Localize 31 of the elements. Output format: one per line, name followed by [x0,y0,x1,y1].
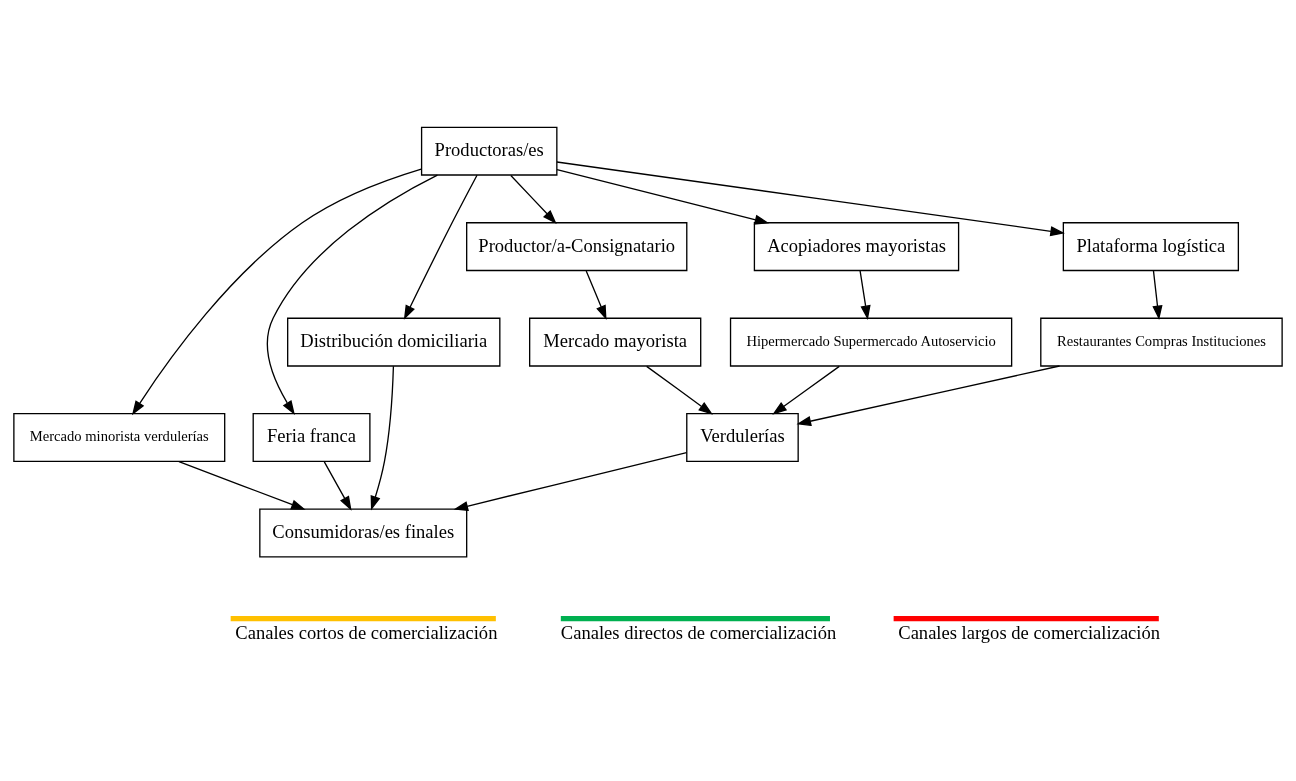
arrow [859,270,871,321]
legend-label: Canales directos de comercialización [560,621,837,643]
arrow [585,270,607,320]
node-box: Acopiadores mayoristas [753,222,960,272]
node-box: Restaurantes Compras Instituciones [1040,317,1283,367]
arrow [403,174,478,320]
arrow [646,365,713,415]
node-box: Feria franca [252,413,371,463]
node-box: Hipermercado Supermercado Autoservicio [729,317,1013,367]
arrow [178,460,306,510]
arrow [556,168,770,225]
node-box: Plataforma logística [1062,222,1240,272]
arrow [796,365,1061,427]
node-box: Mercado mayorista [529,317,702,367]
node-box: Productoras/es [420,126,558,176]
legend-label: Canales cortos de comercialización [235,621,498,643]
arrow [370,365,395,511]
legend-label: Canales largos de comercialización [898,621,1161,643]
node-box: Productor/a-Consignatario [466,222,688,272]
arrow [556,161,1065,237]
node-box: Verdulerías [686,413,799,463]
arrow [772,365,840,415]
arrow [453,451,688,512]
arrow [323,461,352,511]
arrow [131,168,422,416]
node-box: Distribución domiciliaria [287,317,501,367]
node-box: Mercado minorista verdulerías [13,413,226,463]
node-box: Consumidoras/es finales [259,508,468,558]
arrow [1152,270,1163,321]
arrow [266,174,439,415]
arrow [510,174,557,225]
